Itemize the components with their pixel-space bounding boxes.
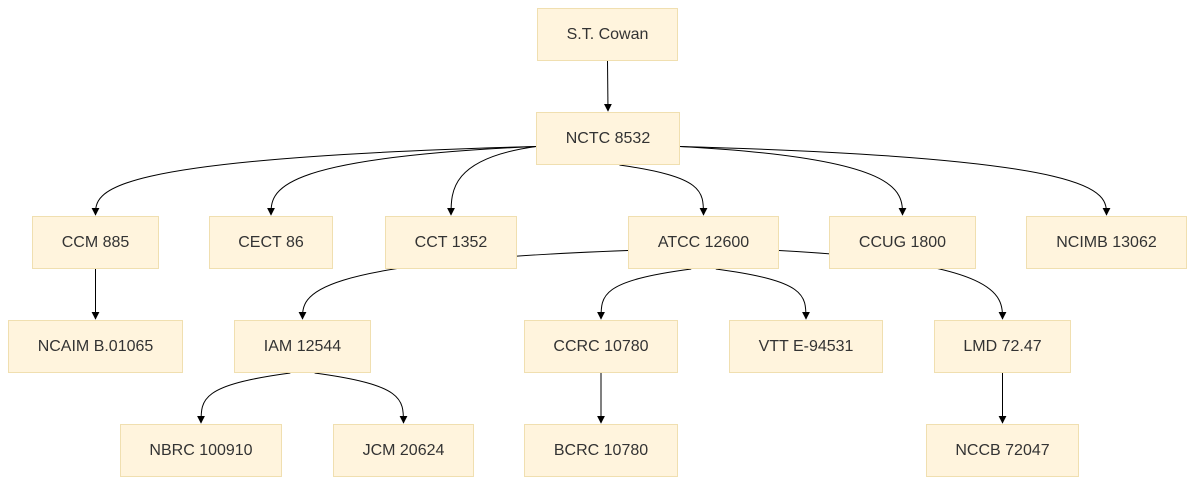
edge-nctc-to-cct <box>447 145 537 216</box>
node-ncaim-b01065: NCAIM B.01065 <box>8 320 183 373</box>
node-ccug-1800: CCUG 1800 <box>829 216 976 269</box>
edge-iam-to-jcm <box>314 372 408 424</box>
node-ncimb-13062: NCIMB 13062 <box>1026 216 1187 269</box>
node-nbrc-100910: NBRC 100910 <box>120 424 282 477</box>
node-jcm-20624: JCM 20624 <box>333 424 474 477</box>
edge-nctc-to-ccug <box>679 145 907 216</box>
node-lmd-7247: LMD 72.47 <box>934 320 1071 373</box>
node-iam-12544: IAM 12544 <box>234 320 371 373</box>
node-cect-86: CECT 86 <box>209 216 333 269</box>
edge-nctc-to-ccm <box>91 145 537 216</box>
node-cct-1352: CCT 1352 <box>385 216 517 269</box>
edge-nctc-to-ncimb <box>679 145 1111 216</box>
edge-atcc-to-ccrc <box>597 268 692 320</box>
node-ccrc-10780: CCRC 10780 <box>524 320 678 373</box>
node-ccm-885: CCM 885 <box>32 216 159 269</box>
edge-nctc-to-atcc <box>619 164 708 216</box>
node-atcc-12600: ATCC 12600 <box>628 216 779 269</box>
node-nccb-72047: NCCB 72047 <box>926 424 1079 477</box>
node-bcrc-10780: BCRC 10780 <box>524 424 678 477</box>
node-nctc-8532: NCTC 8532 <box>536 112 680 165</box>
edge-iam-to-nbrc <box>197 372 291 424</box>
edge-cowan-to-nctc <box>603 60 612 112</box>
node-vtt-e94531: VTT E-94531 <box>729 320 883 373</box>
node-st-cowan: S.T. Cowan <box>537 8 678 61</box>
edge-atcc-to-vtt <box>715 268 810 320</box>
edge-nctc-to-cect <box>267 145 537 216</box>
